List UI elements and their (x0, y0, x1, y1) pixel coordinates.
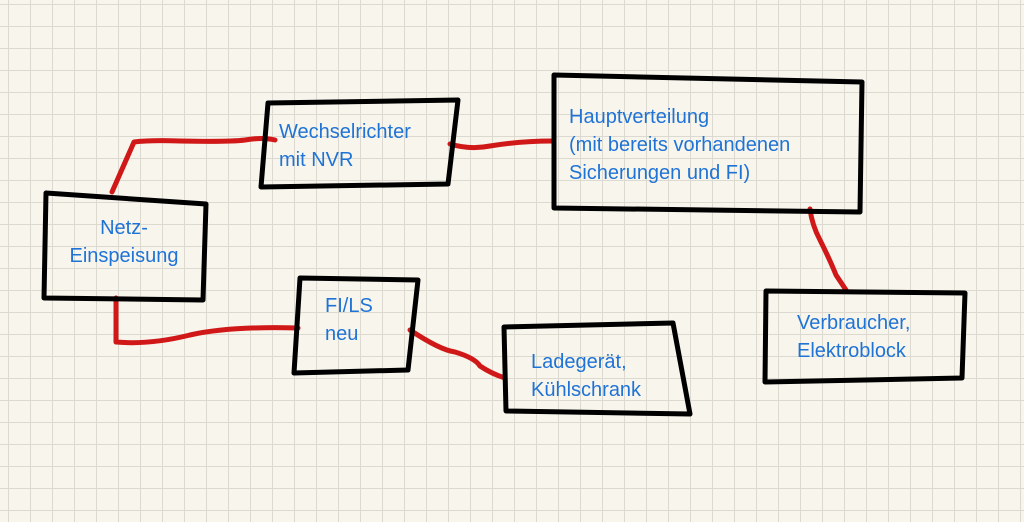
wire-fils-ladegeraet (407, 327, 508, 381)
label-ladegeraet-line-2: Kühlschrank (531, 379, 642, 401)
box-netz (41, 190, 209, 303)
label-fils: FI/LS neu (325, 292, 373, 348)
label-hauptverteilung-line-2: (mit bereits vorhandenen (569, 134, 791, 156)
box-ladegeraet (501, 320, 693, 417)
boxes (41, 72, 968, 417)
label-wechselrichter: Wechselrichter mit NVR (279, 118, 411, 174)
wire-netz-wechselrichter (109, 136, 278, 195)
label-ladegeraet: Ladegerät, Kühlschrank (531, 348, 641, 404)
label-netz-line-2: Einspeisung (69, 245, 179, 267)
label-fils-line-1: FI/LS (325, 295, 373, 317)
wire-hauptverteilung-verbraucher (807, 206, 849, 293)
label-verbraucher: Verbraucher, Elektroblock (797, 309, 910, 365)
box-fils (291, 275, 421, 376)
box-verbraucher (762, 288, 968, 385)
wire-wechselrichter-hauptverteilung (447, 138, 556, 151)
label-hauptverteilung-line-3: Sicherungen und FI) (569, 162, 751, 184)
box-hauptverteilung (551, 72, 865, 215)
wires (109, 136, 849, 381)
label-wechselrichter-line-1: Wechselrichter (279, 121, 411, 143)
wire-netz-fils (113, 295, 301, 346)
box-wechselrichter (258, 97, 461, 190)
label-wechselrichter-line-2: mit NVR (279, 149, 354, 171)
label-hauptverteilung: Hauptverteilung (mit bereits vorhandenen… (569, 103, 790, 187)
label-netz: Netz- Einspeisung (54, 214, 194, 270)
label-ladegeraet-line-1: Ladegerät, (531, 351, 627, 373)
label-verbraucher-line-1: Verbraucher, (797, 312, 911, 334)
label-netz-line-1: Netz- (100, 217, 148, 239)
label-verbraucher-line-2: Elektroblock (797, 340, 906, 362)
label-fils-line-2: neu (325, 323, 359, 345)
label-hauptverteilung-line-1: Hauptverteilung (569, 106, 710, 128)
